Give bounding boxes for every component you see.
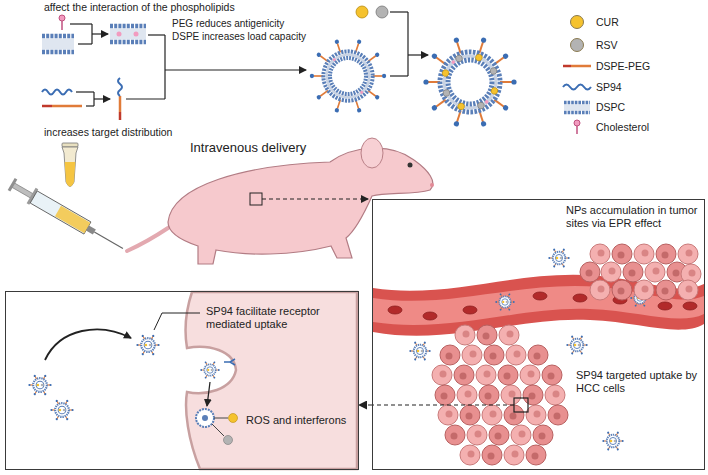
mouse — [127, 138, 434, 264]
sp94-dspe-peg-conjugate — [118, 78, 122, 120]
bracket-arrow — [76, 92, 110, 106]
legend-cholesterol-sample — [574, 120, 580, 134]
legend-text: DSPE-PEG — [596, 60, 650, 73]
loaded-liposome — [423, 37, 516, 127]
legend-text: RSV — [596, 39, 618, 52]
bracket-arrow — [70, 24, 108, 44]
uptake-arrow — [45, 329, 131, 360]
bracket-arrow — [126, 35, 306, 99]
eppendorf-tube — [62, 143, 78, 187]
panel-text: SP94 targeted uptake by HCC cells — [576, 369, 701, 395]
legend-dspe-peg-sample — [563, 66, 591, 67]
dspe-peg-chain — [42, 106, 82, 107]
legend-text: CUR — [596, 16, 619, 29]
annotation-label: increases target distribution — [44, 126, 172, 139]
legend-text: SP94 — [596, 81, 622, 94]
receptor — [224, 359, 235, 365]
leader-line — [154, 313, 200, 330]
endocytosis-arrow — [207, 382, 210, 406]
endosome-release — [196, 409, 238, 445]
tumor-cluster — [432, 325, 568, 465]
legend-text: Cholesterol — [596, 121, 649, 134]
tumor-cluster — [580, 244, 701, 300]
phospholipid-bilayer — [42, 36, 74, 52]
uptake-panel: SP94 facilitate receptor mediated uptake… — [5, 291, 359, 470]
annotation-label: PEG reduces antigenicity — [172, 18, 284, 30]
legend-swatch — [570, 38, 584, 52]
sp94-peptide — [42, 90, 72, 95]
empty-liposome — [310, 39, 386, 113]
zoom-leader — [262, 198, 368, 199]
zoom-square — [514, 398, 528, 412]
tumor-panel: NPs accumulation in tumor sites via EPR … — [372, 199, 705, 470]
zoom-leader — [373, 404, 514, 405]
legend-swatch — [570, 15, 584, 29]
syringe — [7, 176, 128, 256]
legend-dspc-sample — [564, 103, 590, 113]
cell-membrane — [186, 292, 357, 469]
bracket-arrow — [390, 12, 428, 76]
annotation-label: DSPE increases load capacity — [172, 31, 306, 43]
annotation-label: Intravenous delivery — [190, 140, 306, 156]
panel-text: ROS and interferons — [246, 414, 356, 427]
legend-sp94-sample — [563, 85, 591, 90]
panel-text: NPs accumulation in tumor sites via EPR … — [566, 204, 701, 230]
cholesterol-icon — [59, 15, 65, 30]
nanoparticles — [28, 334, 219, 420]
blood-vessel — [373, 275, 704, 336]
panel-text: SP94 facilitate receptor mediated uptake — [206, 305, 354, 331]
drug-molecules — [356, 6, 388, 18]
connector — [359, 404, 372, 405]
annotation-label: affect the interaction of the phospholip… — [44, 1, 235, 14]
nanoparticles — [409, 248, 623, 451]
legend-text: DSPC — [596, 101, 625, 114]
bilayer-with-cholesterol — [110, 26, 146, 42]
